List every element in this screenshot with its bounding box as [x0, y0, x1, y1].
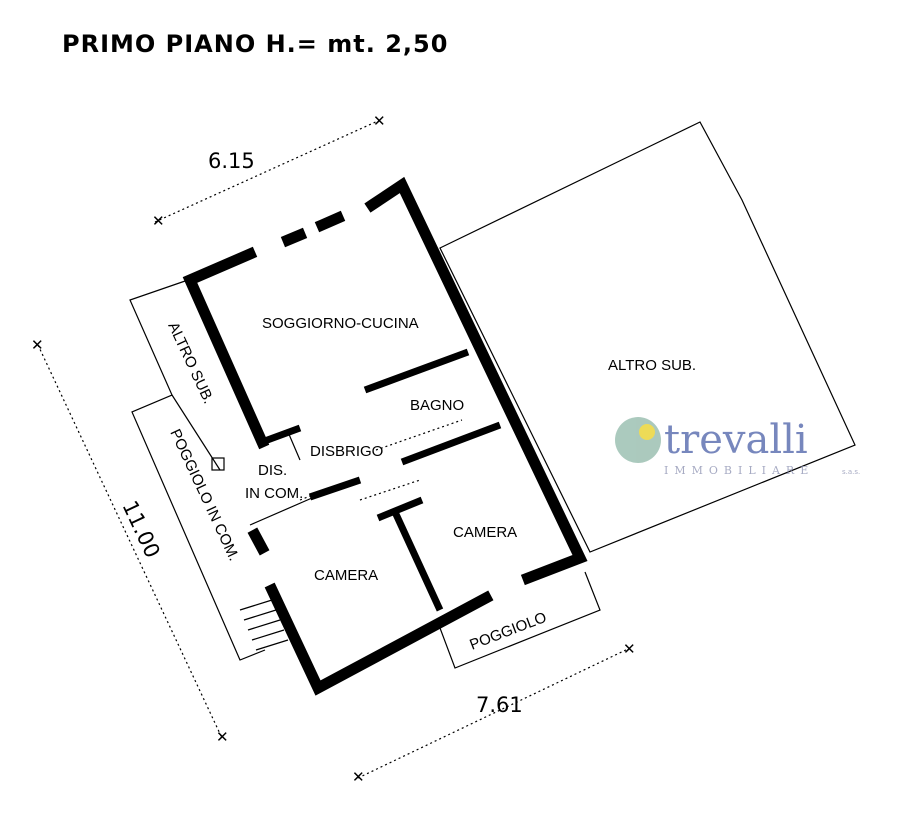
room-camera-left: CAMERA — [314, 567, 378, 584]
svg-text:✕: ✕ — [216, 729, 229, 746]
room-dis-com-line2: IN COM. — [245, 485, 303, 502]
altro-sub-left-area — [129, 279, 266, 661]
outer-wall — [182, 246, 270, 450]
altro-sub-right-label: ALTRO SUB. — [608, 357, 696, 374]
room-soggiorno-cucina: SOGGIORNO-CUCINA — [262, 315, 419, 332]
svg-text:✕: ✕ — [31, 337, 44, 354]
dimension-top: 6.15 — [208, 149, 255, 173]
altro-sub-right-area — [439, 121, 856, 553]
svg-text:✕: ✕ — [373, 113, 386, 130]
poggiolo-in-com-label: POGGIOLO IN COM. — [166, 427, 242, 564]
dimension-bottom: 7.61 — [476, 693, 523, 717]
dimension-line-bottom — [357, 647, 631, 779]
svg-text:✕: ✕ — [152, 213, 165, 230]
dimension-line-left — [37, 344, 223, 739]
watermark-suffix: s.a.s. — [842, 468, 860, 476]
watermark-logo-icon — [615, 417, 661, 463]
svg-text:✕: ✕ — [623, 641, 636, 658]
watermark-brand: trevalli — [664, 417, 808, 463]
poggiolo-area — [439, 571, 601, 669]
dimension-line-top — [154, 119, 381, 223]
watermark-sub: IMMOBILIARE — [664, 464, 814, 477]
room-bagno: BAGNO — [410, 397, 464, 414]
stairs-icon — [239, 599, 289, 651]
trevalli-watermark: trevalli IMMOBILIARE s.a.s. — [615, 417, 860, 477]
room-dis-com-line1: DIS. — [258, 462, 287, 479]
room-disbrigo: DISBRIGO — [310, 443, 383, 460]
dimension-left: 11.00 — [117, 497, 164, 562]
plan-title: PRIMO PIANO H.= mt. 2,50 — [62, 30, 449, 58]
svg-text:✕: ✕ — [352, 769, 365, 786]
room-camera-right: CAMERA — [453, 524, 517, 541]
